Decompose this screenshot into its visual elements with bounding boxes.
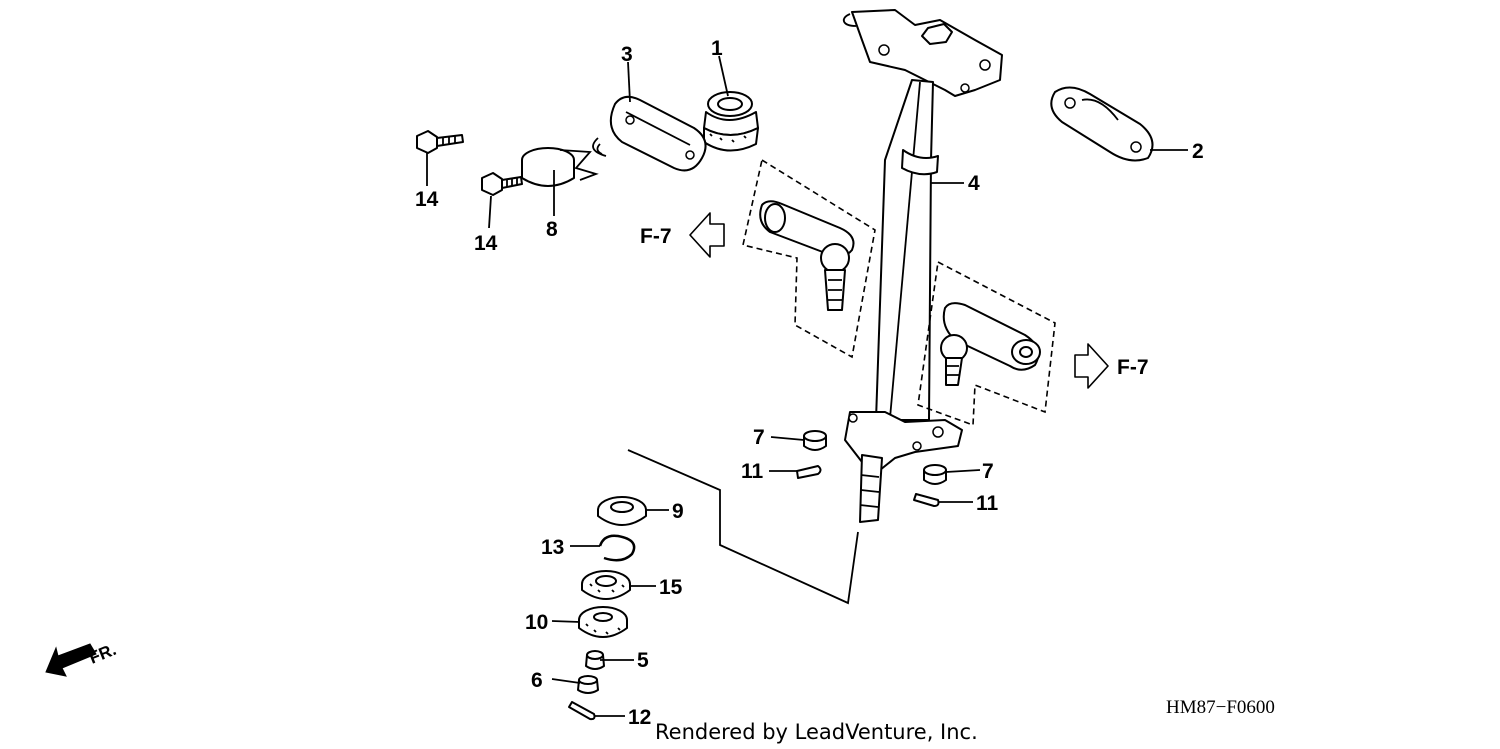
bolt-upper[interactable] <box>416 130 464 154</box>
callout-13: 13 <box>541 536 564 559</box>
circlip[interactable] <box>598 534 636 562</box>
leader-lines <box>426 55 1188 717</box>
ref-label-right: F-7 <box>1117 356 1149 379</box>
band-clamp[interactable] <box>521 147 599 187</box>
front-label: FR. <box>86 640 119 668</box>
bolt-lower[interactable] <box>481 172 523 196</box>
callout-10: 10 <box>525 611 548 634</box>
callout-4: 4 <box>968 172 980 195</box>
callout-6: 6 <box>531 669 543 692</box>
diagram-code: HM87−F0600 <box>1166 697 1275 718</box>
ref-arrow-left[interactable]: F-7 <box>640 212 725 258</box>
castle-nut-left[interactable] <box>803 430 827 451</box>
oil-seal[interactable] <box>597 496 647 526</box>
callout-7-right: 7 <box>982 460 994 483</box>
callout-7-left: 7 <box>753 426 765 449</box>
shaft-holder[interactable] <box>1050 86 1154 162</box>
callout-1: 1 <box>711 37 723 60</box>
callout-14-upper: 14 <box>415 188 439 211</box>
cotter-pin-left[interactable] <box>796 465 822 479</box>
front-arrow-icon <box>45 643 97 677</box>
callout-12: 12 <box>628 706 651 729</box>
grommet[interactable] <box>703 91 759 152</box>
bearing[interactable] <box>578 606 628 638</box>
cotter-pin-lower[interactable] <box>568 701 596 721</box>
front-direction-indicator: FR. <box>45 640 119 677</box>
callout-2: 2 <box>1192 140 1204 163</box>
castle-nut-right[interactable] <box>923 464 947 485</box>
nut[interactable] <box>577 675 599 694</box>
bearing-group-bracket <box>627 449 859 605</box>
render-credit: Rendered by LeadVenture, Inc. <box>655 720 978 744</box>
callout-9: 9 <box>672 500 684 523</box>
ref-label-left: F-7 <box>640 225 672 248</box>
ball-bearing[interactable] <box>581 570 631 600</box>
collar[interactable] <box>585 650 605 670</box>
tie-rod-end-left-reference <box>742 159 876 359</box>
tie-rod-end-right-reference <box>917 261 1056 427</box>
callout-15: 15 <box>659 576 683 599</box>
cotter-pin-right[interactable] <box>913 493 940 507</box>
steering-shaft[interactable] <box>842 9 1003 523</box>
callout-3: 3 <box>621 43 633 66</box>
callout-8: 8 <box>546 218 558 241</box>
ref-arrow-right[interactable]: F-7 <box>1074 343 1149 389</box>
holder-plate[interactable] <box>592 95 707 172</box>
callout-11-left: 11 <box>741 460 764 483</box>
callout-11-right: 11 <box>976 492 999 515</box>
callout-14-lower: 14 <box>474 232 498 255</box>
callout-5: 5 <box>637 649 649 672</box>
